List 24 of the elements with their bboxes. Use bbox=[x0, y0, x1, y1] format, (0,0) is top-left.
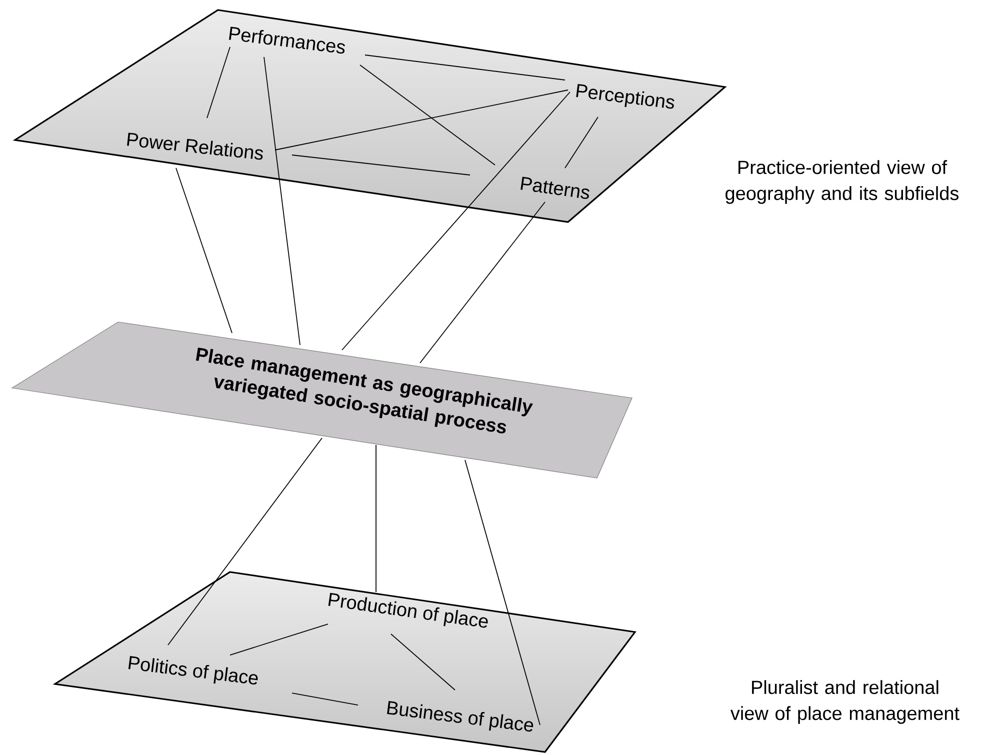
connector-line bbox=[390, 634, 456, 690]
connector-line bbox=[264, 56, 300, 346]
term-label: Performances bbox=[229, 26, 345, 54]
connector-line bbox=[176, 168, 232, 334]
term-label: Power Relations bbox=[127, 132, 263, 160]
term-label: Patterns bbox=[520, 176, 590, 199]
term-label: Perceptions bbox=[576, 84, 674, 109]
connector-line bbox=[564, 116, 598, 168]
connector-line bbox=[230, 624, 328, 656]
connector-line bbox=[420, 202, 546, 364]
connector-line bbox=[364, 54, 566, 80]
connector-line bbox=[206, 46, 230, 118]
connector-line bbox=[292, 154, 470, 176]
connector-line bbox=[292, 692, 358, 706]
caption: Practice-oriented view of geography and its subfields bbox=[726, 160, 958, 204]
connector-line bbox=[168, 438, 322, 646]
term-label: Production of place bbox=[328, 592, 488, 628]
term-label: Business of place bbox=[387, 701, 534, 732]
connector-line bbox=[342, 92, 570, 350]
connector-line bbox=[274, 90, 568, 150]
caption: Pluralist and relational view of place management bbox=[730, 680, 960, 724]
connector-line bbox=[360, 64, 496, 166]
connector-line bbox=[464, 460, 540, 726]
term-label: Politics of place bbox=[128, 656, 258, 685]
